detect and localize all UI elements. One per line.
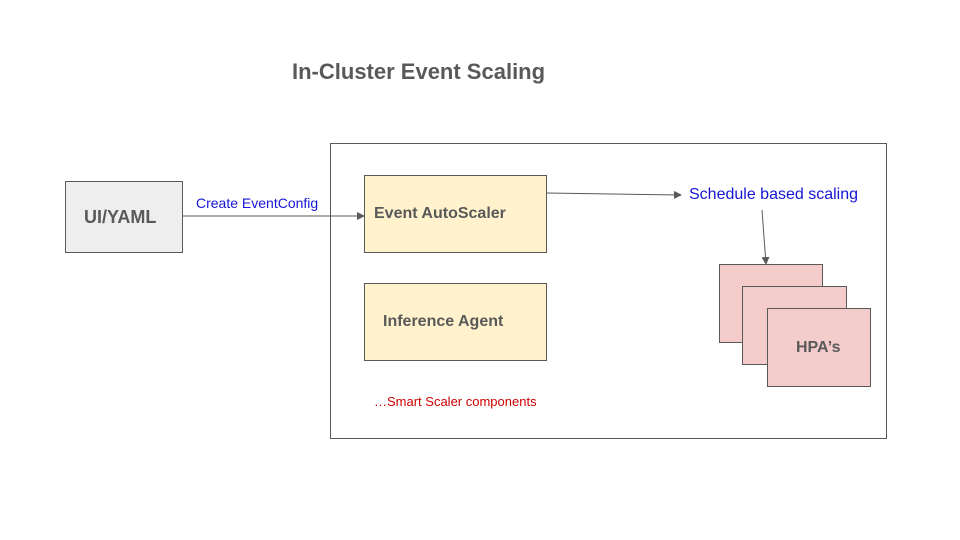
hpa-stack-card-front: HPA’s xyxy=(767,308,871,387)
hpa-label: HPA’s xyxy=(796,338,841,356)
event-autoscaler-label: Event AutoScaler xyxy=(374,205,506,222)
ui-yaml-node: UI/YAML xyxy=(65,181,183,253)
ui-yaml-label: UI/YAML xyxy=(84,206,157,227)
event-autoscaler-node: Event AutoScaler xyxy=(364,175,547,253)
page-title: In-Cluster Event Scaling xyxy=(292,59,546,84)
create-event-config-label: Create EventConfig xyxy=(196,195,319,211)
smart-scaler-components-note: …Smart Scaler components xyxy=(374,394,537,409)
inference-agent-label: Inference Agent xyxy=(383,313,504,330)
inference-agent-node: Inference Agent xyxy=(364,283,547,361)
schedule-based-scaling-label: Schedule based scaling xyxy=(689,186,859,203)
cluster-boundary xyxy=(330,143,887,439)
